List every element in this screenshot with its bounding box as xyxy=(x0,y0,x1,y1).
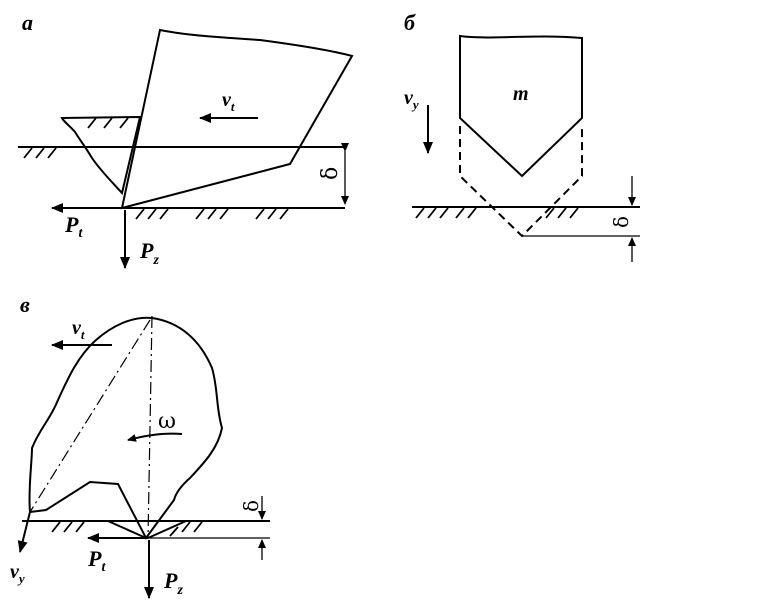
panel-c-crater xyxy=(107,520,147,539)
panel-b-vy-label: vy xyxy=(404,87,419,112)
panel-a-lower-hatch xyxy=(135,208,289,220)
panel-c-vt-label: vt xyxy=(72,317,85,342)
panel-c-omega-arrow xyxy=(127,432,183,442)
panel-c: в δ vt ω vy Pt xyxy=(10,292,270,599)
panel-b-impactor xyxy=(459,34,583,178)
panel-c-omega-label: ω xyxy=(158,409,176,434)
panel-b: б m δ vy xyxy=(404,10,640,262)
panel-c-vy-arrow xyxy=(17,511,31,553)
panel-b-mass-label: m xyxy=(513,83,529,105)
panel-c-centerline-vertical xyxy=(147,315,153,539)
panel-a-vt-label: vt xyxy=(222,89,235,114)
panel-a: а δ xyxy=(18,10,354,269)
panel-b-delta-label: δ xyxy=(609,216,633,228)
panel-a-upper-hatch xyxy=(23,147,57,159)
panel-c-crater-right xyxy=(147,520,187,539)
panel-c-pz-label: Pz xyxy=(163,568,183,598)
panel-b-displaced-outline xyxy=(459,126,583,238)
panel-c-centerline-diagonal xyxy=(29,319,151,513)
panel-c-pt-label: Pt xyxy=(87,546,106,575)
panel-c-vy-label: vy xyxy=(10,561,25,586)
panel-c-ground-hatch xyxy=(51,521,203,537)
panel-a-pt-label: Pt xyxy=(64,212,83,241)
panel-c-body xyxy=(28,316,224,540)
panel-a-tool xyxy=(120,28,354,210)
panel-b-letter: б xyxy=(404,10,416,35)
panel-a-chip-hatch xyxy=(87,117,129,129)
panel-a-letter: а xyxy=(22,10,33,35)
panel-c-letter: в xyxy=(20,292,30,317)
panel-a-pz-label: Pz xyxy=(139,238,159,268)
panel-b-ground-hatch xyxy=(415,207,579,219)
panel-c-delta-label: δ xyxy=(239,500,263,512)
panel-a-delta-label: δ xyxy=(318,167,343,180)
